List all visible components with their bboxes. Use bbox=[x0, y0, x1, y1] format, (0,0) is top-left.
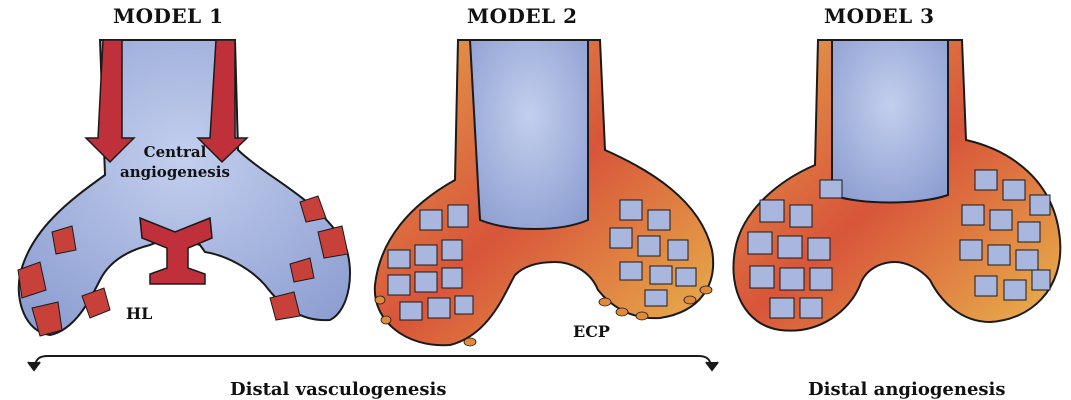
distal-vasculogenesis-caption: Distal vasculogenesis bbox=[230, 379, 447, 400]
model1-title: MODEL 1 bbox=[113, 4, 224, 28]
central-angiogenesis-label: Central angiogenesis bbox=[120, 142, 230, 182]
distal-angiogenesis-caption: Distal angiogenesis bbox=[808, 379, 1006, 400]
ecp-label: ECP bbox=[573, 322, 610, 341]
model1-bone bbox=[18, 40, 350, 336]
model1-bone-body bbox=[19, 40, 350, 335]
model3-title: MODEL 3 bbox=[824, 4, 935, 28]
model1-patch bbox=[318, 226, 348, 258]
model2-marrow bbox=[470, 40, 588, 229]
central-label-line1: Central bbox=[120, 142, 230, 162]
model3-bone bbox=[733, 40, 1060, 331]
central-label-line2: angiogenesis bbox=[120, 162, 230, 182]
distal-vasculogenesis-bracket bbox=[28, 356, 718, 370]
model3-marrow bbox=[832, 40, 948, 203]
hl-label: HL bbox=[126, 304, 152, 323]
model2-title: MODEL 2 bbox=[467, 4, 578, 28]
model2-bone bbox=[375, 40, 713, 346]
